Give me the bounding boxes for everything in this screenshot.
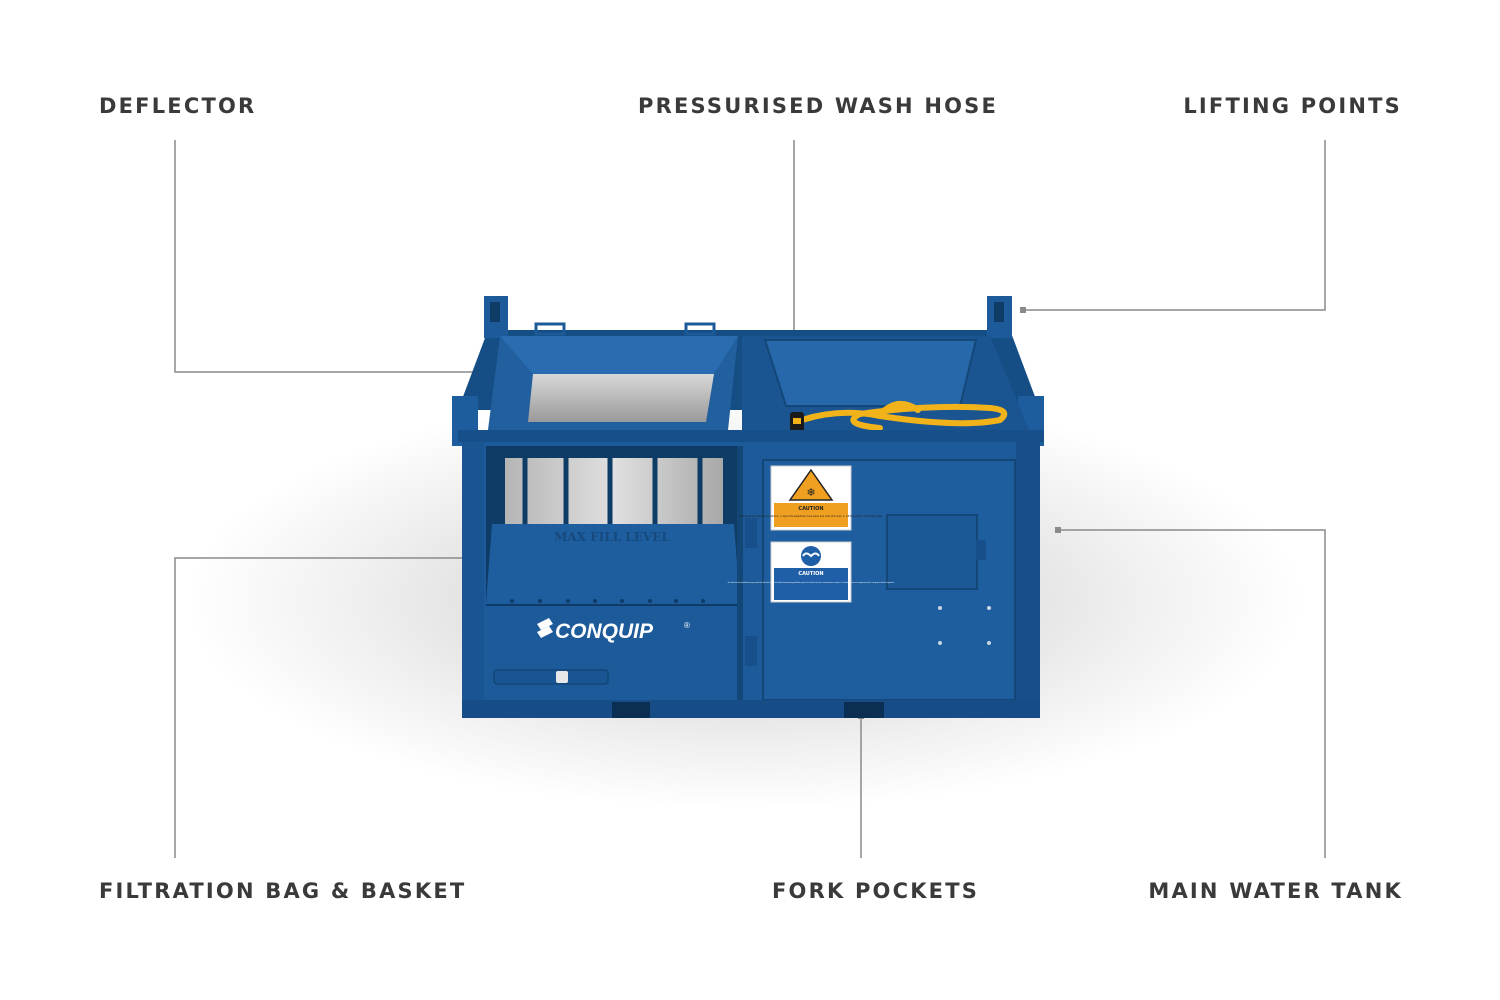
tank-lid — [763, 339, 978, 407]
main-water-tank-label: MAIN WATER TANK — [1148, 879, 1403, 903]
fork-pocket-left — [612, 702, 650, 718]
lifting-leader — [1024, 140, 1326, 311]
water-tank-unit: MAX FILL LEVEL CONQUIP ® ❄ — [452, 296, 1044, 718]
freezing-warning-sign: ❄ CAUTION During severe freezing conditi… — [739, 465, 883, 531]
filtration-basket — [486, 524, 740, 604]
drain-valve — [556, 671, 568, 683]
svg-text:CAUTION: CAUTION — [798, 571, 823, 577]
registered-mark: ® — [684, 621, 690, 630]
conquip-logo-icon — [537, 618, 553, 638]
eye-protection-text: The water from the washdown hose may con… — [728, 581, 895, 584]
freezing-warning-text: During severe freezing conditions: 1. Op… — [739, 515, 883, 518]
deflector-leader — [174, 140, 498, 373]
base-skid — [462, 700, 1040, 718]
handle-right — [684, 322, 716, 336]
deflector-label: DEFLECTOR — [99, 94, 257, 118]
lifting-points-label: LIFTING POINTS — [1183, 94, 1402, 118]
pressurised-wash-hose-label: PRESSURISED WASH HOSE — [638, 94, 999, 118]
eye-protection-sign: CAUTION The water from the washdown hose… — [728, 541, 895, 603]
top-rim — [458, 430, 1044, 442]
svg-text:CAUTION: CAUTION — [798, 506, 823, 512]
filtration-bag-basket-label: FILTRATION BAG & BASKET — [99, 879, 467, 903]
tank-leader — [1058, 529, 1326, 858]
inspection-hatch — [886, 514, 978, 590]
svg-text:❄: ❄ — [806, 486, 815, 499]
wash-hose — [799, 401, 1008, 431]
fork-pocket-right — [844, 702, 884, 718]
fork-pockets-label: FORK POCKETS — [772, 879, 980, 903]
filtration-leader — [174, 557, 537, 858]
drain-slot — [493, 669, 609, 685]
deflector-opening — [528, 374, 714, 422]
door-bolts — [938, 606, 991, 645]
basket-marking: MAX FILL LEVEL — [554, 530, 670, 544]
freezing-warning-icon — [788, 468, 834, 501]
lifting-leader-dot — [1020, 307, 1026, 313]
basket-rivets — [510, 599, 705, 603]
handle-left — [534, 322, 566, 336]
brand-name: CONQUIP — [555, 620, 654, 643]
tank-leader-dot — [1055, 527, 1061, 533]
